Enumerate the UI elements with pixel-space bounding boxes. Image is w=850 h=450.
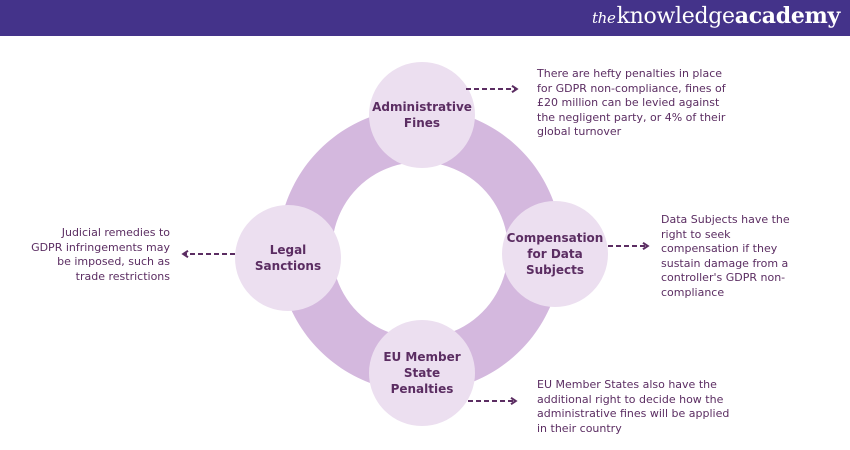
node-circle-legal-sanctions [235,205,341,311]
node-circle-administrative-fines [369,62,475,168]
ring [277,108,562,392]
description-compensation-for-data-subjects: Data Subjects have the right to seek com… [661,213,790,299]
logo-academy: academy [734,3,841,29]
description-legal-sanctions: Judicial remedies to GDPR infringements … [31,226,170,283]
node-label-eu-member-state-penalties: EU Member State Penalties [383,350,461,396]
node-label-legal-sanctions: Legal Sanctions [254,243,322,273]
brand-logo: theknowledgeacademy [592,3,840,29]
logo-the: the [591,9,616,27]
logo-knowledge: knowledge [616,4,735,29]
node-label-administrative-fines: Administrative Fines [372,100,472,130]
node-circle-eu-member-state-penalties [369,320,475,426]
description-eu-member-state-penalties: EU Member States also have the additiona… [537,378,730,435]
description-administrative-fines: There are hefty penalties in place for G… [537,67,726,138]
node-label-compensation-for-data-subjects: Compensation for Data Subjects [506,231,604,277]
header-bar: theknowledgeacademy [0,0,850,36]
node-circle-compensation-for-data-subjects [502,201,608,307]
